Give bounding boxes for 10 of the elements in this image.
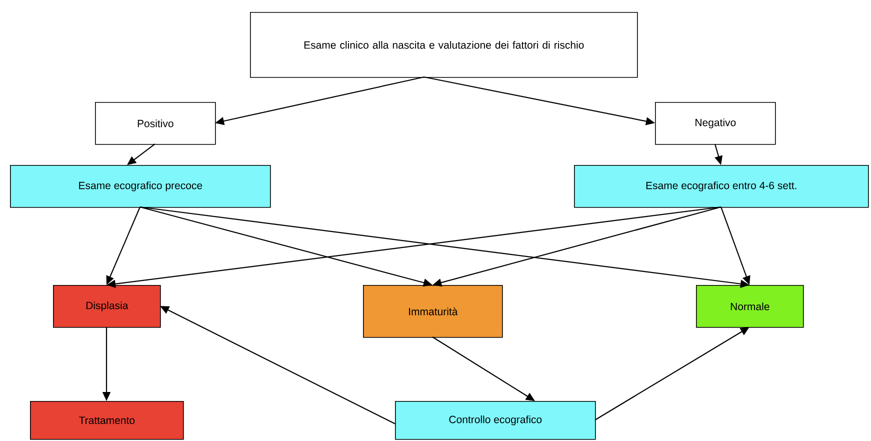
outcome-box: Immaturità [363,285,503,338]
process-box: Controllo ecografico [395,401,596,440]
process-box: Esame ecografico entro 4-6 sett. [574,165,869,208]
result-box: Positivo [95,102,216,145]
treatment-box: Trattamento [30,401,184,440]
result-box: Negativo [655,102,776,145]
outcome-box: Normale [696,285,804,328]
outcome-box: Displasia [53,285,161,328]
process-box: Esame ecografico precoce [10,165,271,208]
process-box: Esame clinico alla nascita e valutazione dei fattori di rischio [250,12,638,78]
